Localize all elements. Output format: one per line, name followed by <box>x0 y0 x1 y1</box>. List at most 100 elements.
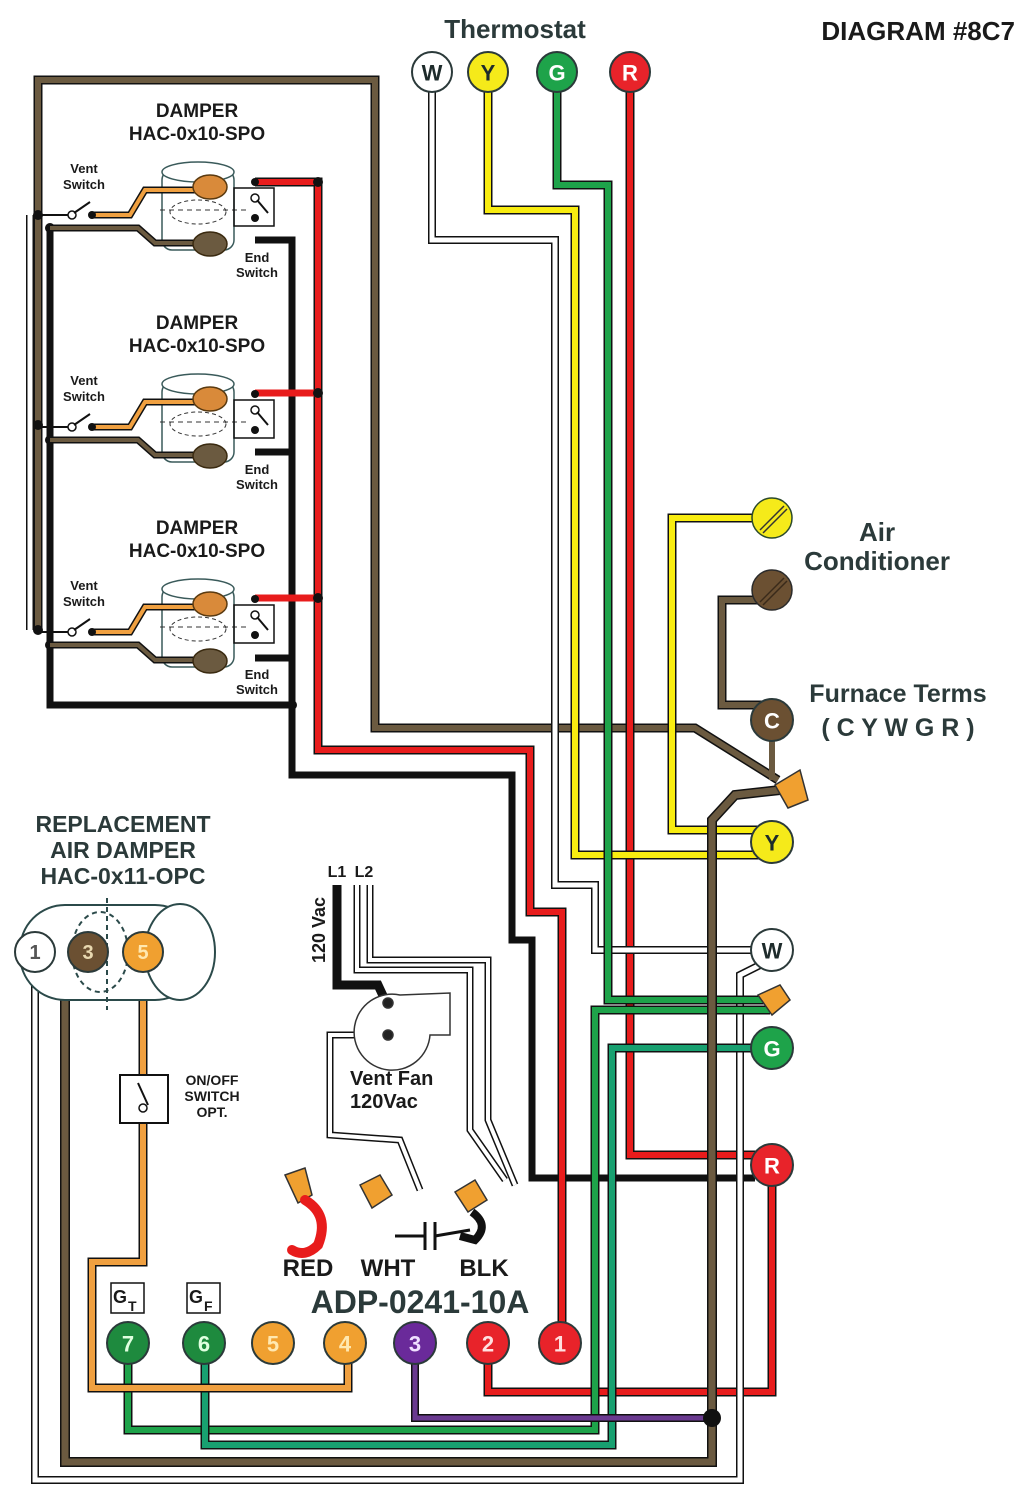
damper-title: DAMPER <box>156 518 239 539</box>
switch-label-2: SWITCH <box>184 1088 239 1104</box>
wire-nut-furnace-c <box>773 768 809 809</box>
end-switch-label: Switch <box>236 682 278 697</box>
capacitor-icon <box>395 1222 471 1250</box>
wire-nut-label-red: RED <box>283 1255 334 1282</box>
damper-title: DAMPER <box>156 101 239 122</box>
wire-nuts <box>283 768 809 1259</box>
ac-label-line2: Conditioner <box>804 546 950 576</box>
replacement-terminal-1: 1 <box>14 931 56 973</box>
svg-text:G: G <box>548 61 565 86</box>
damper-screw-terminal <box>192 386 228 412</box>
purple-wire <box>411 1345 712 1422</box>
svg-text:2: 2 <box>482 1332 494 1357</box>
vent-switch-label: Switch <box>63 594 105 609</box>
thermostat-terminal-g: G <box>536 51 578 93</box>
wire-nut-black <box>453 1178 489 1214</box>
svg-text:1: 1 <box>554 1332 566 1357</box>
wire-nut-furnace-g <box>756 984 791 1017</box>
damper-screw-terminal <box>192 174 228 200</box>
replacement-line3: HAC-0x11-OPC <box>41 863 206 889</box>
vent-fan-icon <box>353 992 451 1071</box>
end-switch-label: End <box>245 462 270 477</box>
thermostat-terminal-y: Y <box>467 51 509 93</box>
svg-text:G: G <box>189 1287 203 1307</box>
adapter-terminal-1: 1 <box>538 1321 582 1365</box>
svg-text:4: 4 <box>339 1332 352 1357</box>
on-off-switch[interactable] <box>119 1074 169 1124</box>
ac-terminal-brown <box>751 569 793 611</box>
adapter-terminal-2: 2 <box>466 1321 510 1365</box>
replacement-terminal-3: 3 <box>67 931 109 973</box>
damper-model: HAC-0x10-SPO <box>129 336 265 357</box>
vent-switch-label: Switch <box>63 177 105 192</box>
damper-screw-terminal <box>192 231 228 257</box>
end-switch-label: End <box>245 667 270 682</box>
power-wires <box>326 885 519 1192</box>
svg-text:Y: Y <box>765 831 780 856</box>
furnace-terminal-c: C <box>750 698 794 742</box>
wire-nut-red <box>283 1167 313 1205</box>
gt-label-box: G T <box>110 1282 145 1314</box>
damper-model: HAC-0x10-SPO <box>129 124 265 145</box>
adapter-terminal-6: 6 <box>182 1321 226 1365</box>
furnace-terminal-r: R <box>750 1143 794 1187</box>
svg-text:5: 5 <box>137 942 148 964</box>
end-switch-label: Switch <box>236 477 278 492</box>
svg-text:6: 6 <box>198 1332 210 1357</box>
adapter-terminal-3: 3 <box>393 1321 437 1365</box>
power-l1-label: L1 <box>328 864 347 881</box>
furnace-label: Furnace Terms <box>809 680 986 708</box>
thermostat-terminal-w: W <box>411 51 453 93</box>
switch-label-3: OPT. <box>196 1104 227 1120</box>
wire-nut-white <box>358 1174 394 1210</box>
wire-nut-label-black: BLK <box>459 1255 509 1282</box>
green-wire <box>123 72 770 1450</box>
white-w-wire <box>31 72 772 1484</box>
adapter-model-label: ADP-0241-10A <box>311 1284 530 1320</box>
svg-text:7: 7 <box>122 1332 134 1357</box>
vent-switch-label: Vent <box>70 578 98 593</box>
svg-text:5: 5 <box>267 1332 279 1357</box>
vent-switch-label: Vent <box>70 373 98 388</box>
furnace-terminal-w: W <box>750 928 794 972</box>
wire-nut-label-white: WHT <box>361 1255 416 1282</box>
brown-common-wire <box>33 75 781 784</box>
svg-text:W: W <box>422 61 443 86</box>
svg-text:1: 1 <box>29 942 40 964</box>
svg-text:R: R <box>764 1154 780 1179</box>
svg-text:F: F <box>204 1298 213 1314</box>
replacement-line2: AIR DAMPER <box>50 837 196 863</box>
end-switch-label: Switch <box>236 265 278 280</box>
damper-screw-terminal <box>192 443 228 469</box>
adapter-terminal-7: 7 <box>106 1321 150 1365</box>
vent-switch-label: Vent <box>70 161 98 176</box>
vent-switch-label: Switch <box>63 389 105 404</box>
thermostat-terminal-r: R <box>609 51 651 93</box>
power-l2-label: L2 <box>355 864 374 881</box>
adapter-terminal-4: 4 <box>323 1321 367 1365</box>
power-voltage-label: 120 Vac <box>309 897 329 963</box>
replacement-line1: REPLACEMENT <box>35 811 210 837</box>
gf-label-box: G F <box>186 1282 221 1314</box>
thermostat-title: Thermostat <box>444 14 586 44</box>
svg-text:G: G <box>763 1037 780 1062</box>
ac-terminal-yellow <box>751 497 793 539</box>
svg-text:R: R <box>622 61 638 86</box>
furnace-terminal-g: G <box>750 1026 794 1070</box>
svg-text:T: T <box>128 1298 137 1314</box>
furnace-sub-label: ( C Y W G R ) <box>821 714 974 742</box>
svg-text:3: 3 <box>82 942 93 964</box>
damper-model: HAC-0x10-SPO <box>129 541 265 562</box>
replacement-damper-body <box>19 898 216 1010</box>
yellow-wire <box>483 72 770 860</box>
svg-text:3: 3 <box>409 1332 421 1357</box>
switch-label-1: ON/OFF <box>186 1072 239 1088</box>
damper-title: DAMPER <box>156 313 239 334</box>
furnace-terminal-y: Y <box>750 820 794 864</box>
vent-fan-label-1: Vent Fan <box>350 1068 433 1090</box>
svg-text:C: C <box>764 709 780 734</box>
